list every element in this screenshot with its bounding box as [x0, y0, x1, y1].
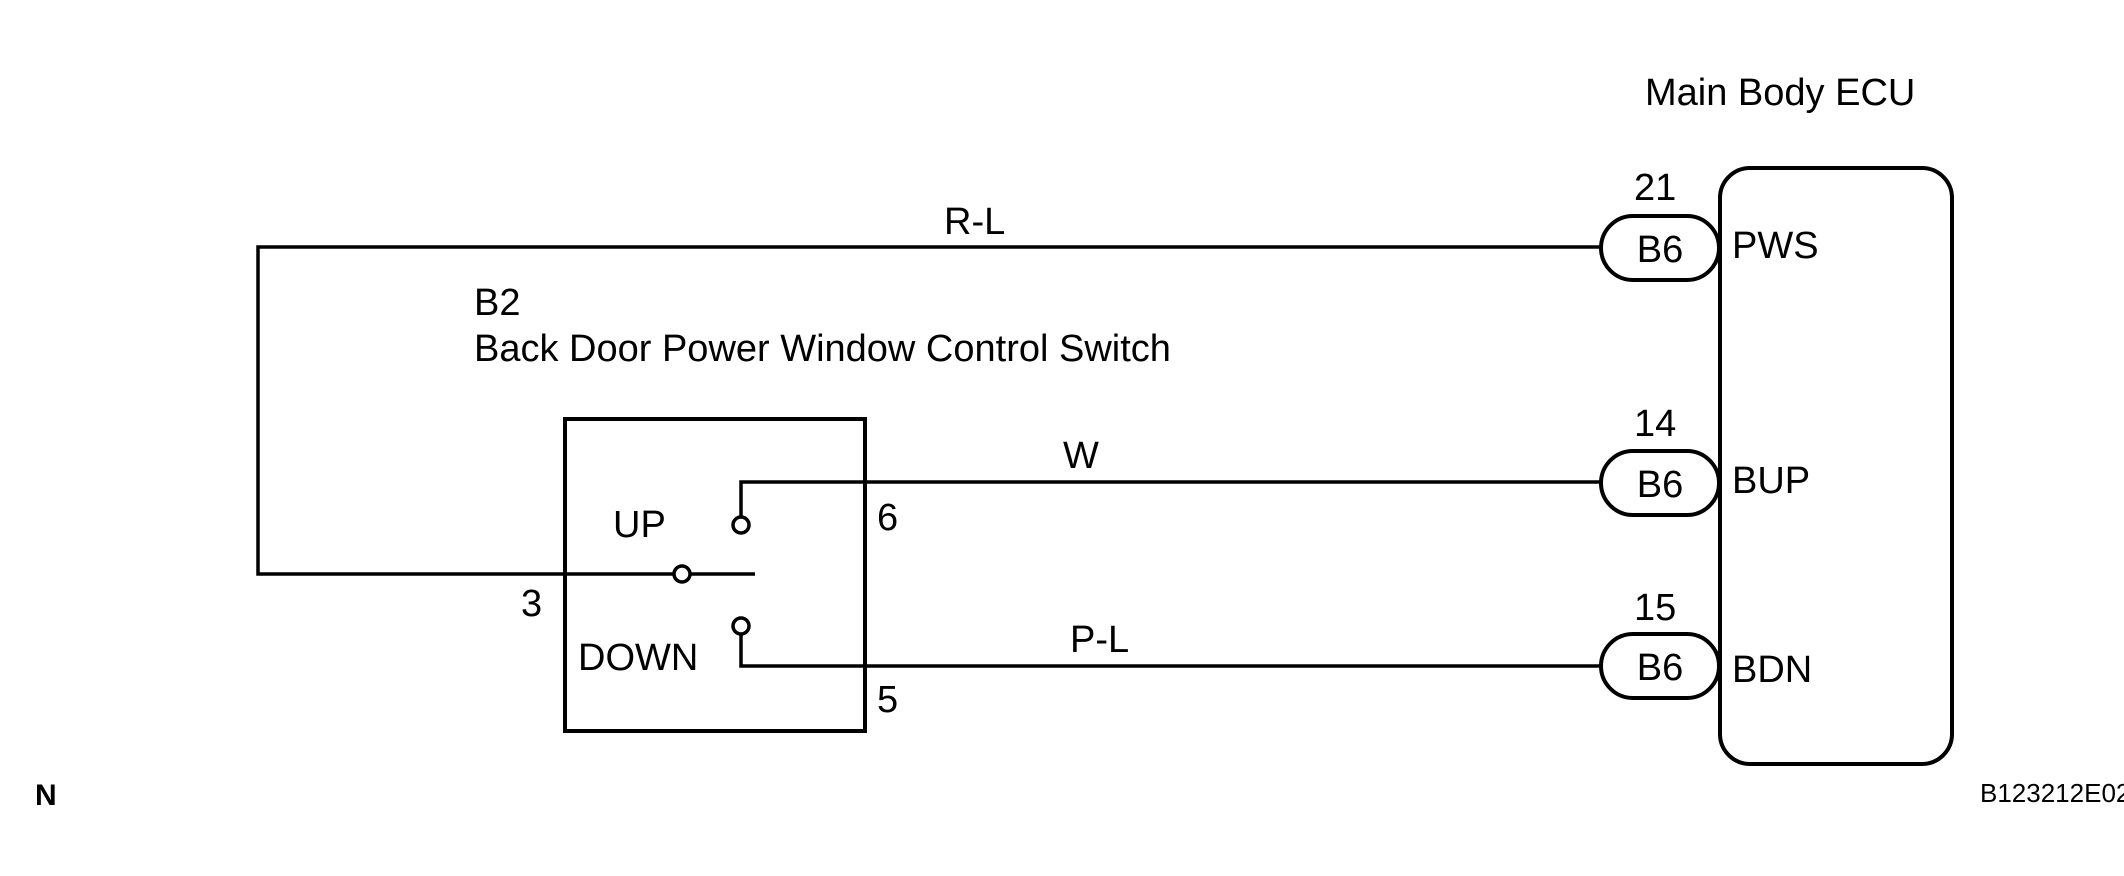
wire-label-up: W — [1063, 435, 1099, 477]
ecu-connector-label-pws: B6 — [1637, 229, 1683, 271]
switch-terminal-common: 3 — [521, 583, 542, 625]
ecu-pin-name-bdn: BDN — [1732, 649, 1812, 691]
wire-label-down: P-L — [1070, 619, 1129, 661]
switch-down-contact — [731, 616, 751, 636]
ecu-connector-label-bup: B6 — [1637, 464, 1683, 506]
switch-code: B2 — [474, 282, 520, 324]
wire-label-pws: R-L — [944, 201, 1005, 243]
switch-down-label: DOWN — [578, 637, 698, 679]
switch-common-contact — [672, 564, 692, 584]
ecu-pin-number-pws: 21 — [1634, 167, 1676, 209]
figure-id: B123212E02 — [1980, 778, 2124, 808]
ecu-pin-number-bup: 14 — [1634, 403, 1676, 445]
footer-left-mark: N — [35, 779, 57, 812]
ecu-title: Main Body ECU — [1645, 72, 1915, 114]
switch-body — [563, 417, 867, 733]
switch-terminal-up: 6 — [877, 497, 898, 539]
wire-up — [739, 480, 1601, 518]
ecu-pin-name-pws: PWS — [1732, 225, 1819, 267]
wire-pws — [256, 245, 1601, 576]
switch-up-label: UP — [613, 504, 666, 546]
ecu-connector-label-bdn: B6 — [1637, 647, 1683, 689]
ecu-pin-name-bup: BUP — [1732, 460, 1810, 502]
ecu-pin-number-bdn: 15 — [1634, 587, 1676, 629]
switch-terminal-down: 5 — [877, 679, 898, 721]
wire-down — [739, 633, 1601, 668]
ecu-body — [1718, 166, 1954, 766]
switch-up-contact — [731, 515, 751, 535]
switch-name: Back Door Power Window Control Switch — [474, 328, 1171, 370]
